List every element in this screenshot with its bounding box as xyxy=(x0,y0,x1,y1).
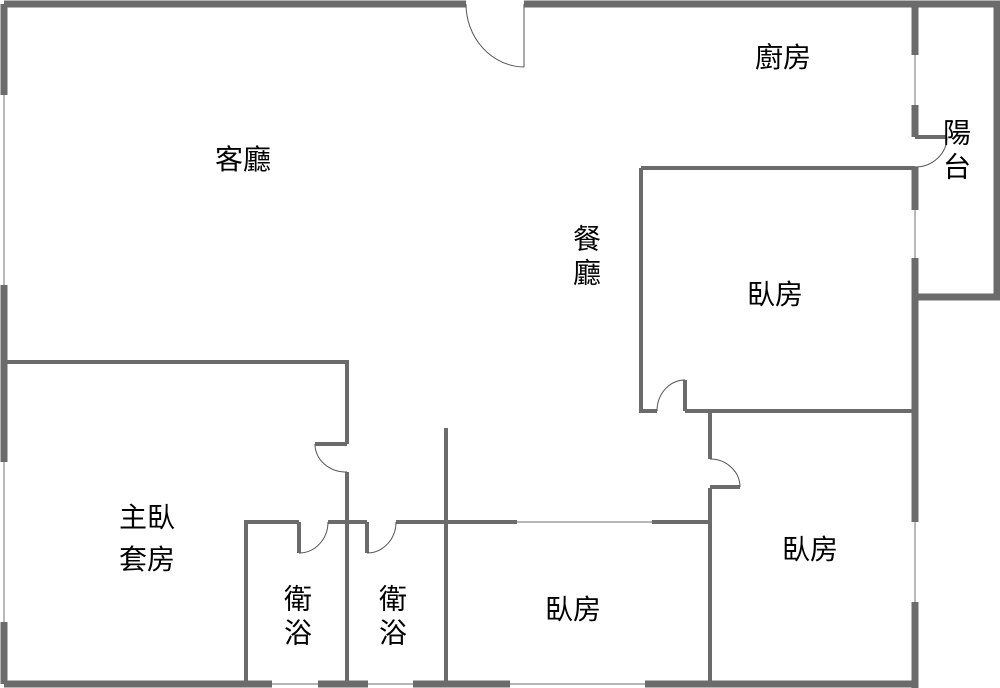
bathroom-1-door[interactable] xyxy=(297,521,329,554)
room-label-bathroom-1: 衛浴 xyxy=(280,584,313,652)
room-label-bedroom-right: 臥房 xyxy=(781,533,839,566)
bedroom-right-door[interactable] xyxy=(709,458,741,489)
bedroom-top-right-door[interactable] xyxy=(656,379,687,412)
room-label-living-room: 客廳 xyxy=(214,143,272,176)
interior-walls xyxy=(4,166,915,684)
room-label-dining-room: 餐廳 xyxy=(569,224,602,292)
room-label-kitchen: 廚房 xyxy=(754,41,812,74)
room-label-bathroom-2: 衛浴 xyxy=(375,584,408,652)
room-label-bedroom-top-right: 臥房 xyxy=(746,278,804,311)
entrance-door[interactable] xyxy=(465,3,525,68)
room-label-balcony: 陽台 xyxy=(939,118,972,186)
room-label-master-suite-line2: 套房 xyxy=(118,543,176,576)
room-label-bedroom-middle: 臥房 xyxy=(544,593,602,626)
room-label-master-suite-line1: 主臥 xyxy=(118,501,176,534)
bathroom-2-door[interactable] xyxy=(365,521,397,554)
doors xyxy=(297,3,948,554)
balcony-door[interactable] xyxy=(914,135,948,168)
master-suite-door[interactable] xyxy=(314,442,348,473)
